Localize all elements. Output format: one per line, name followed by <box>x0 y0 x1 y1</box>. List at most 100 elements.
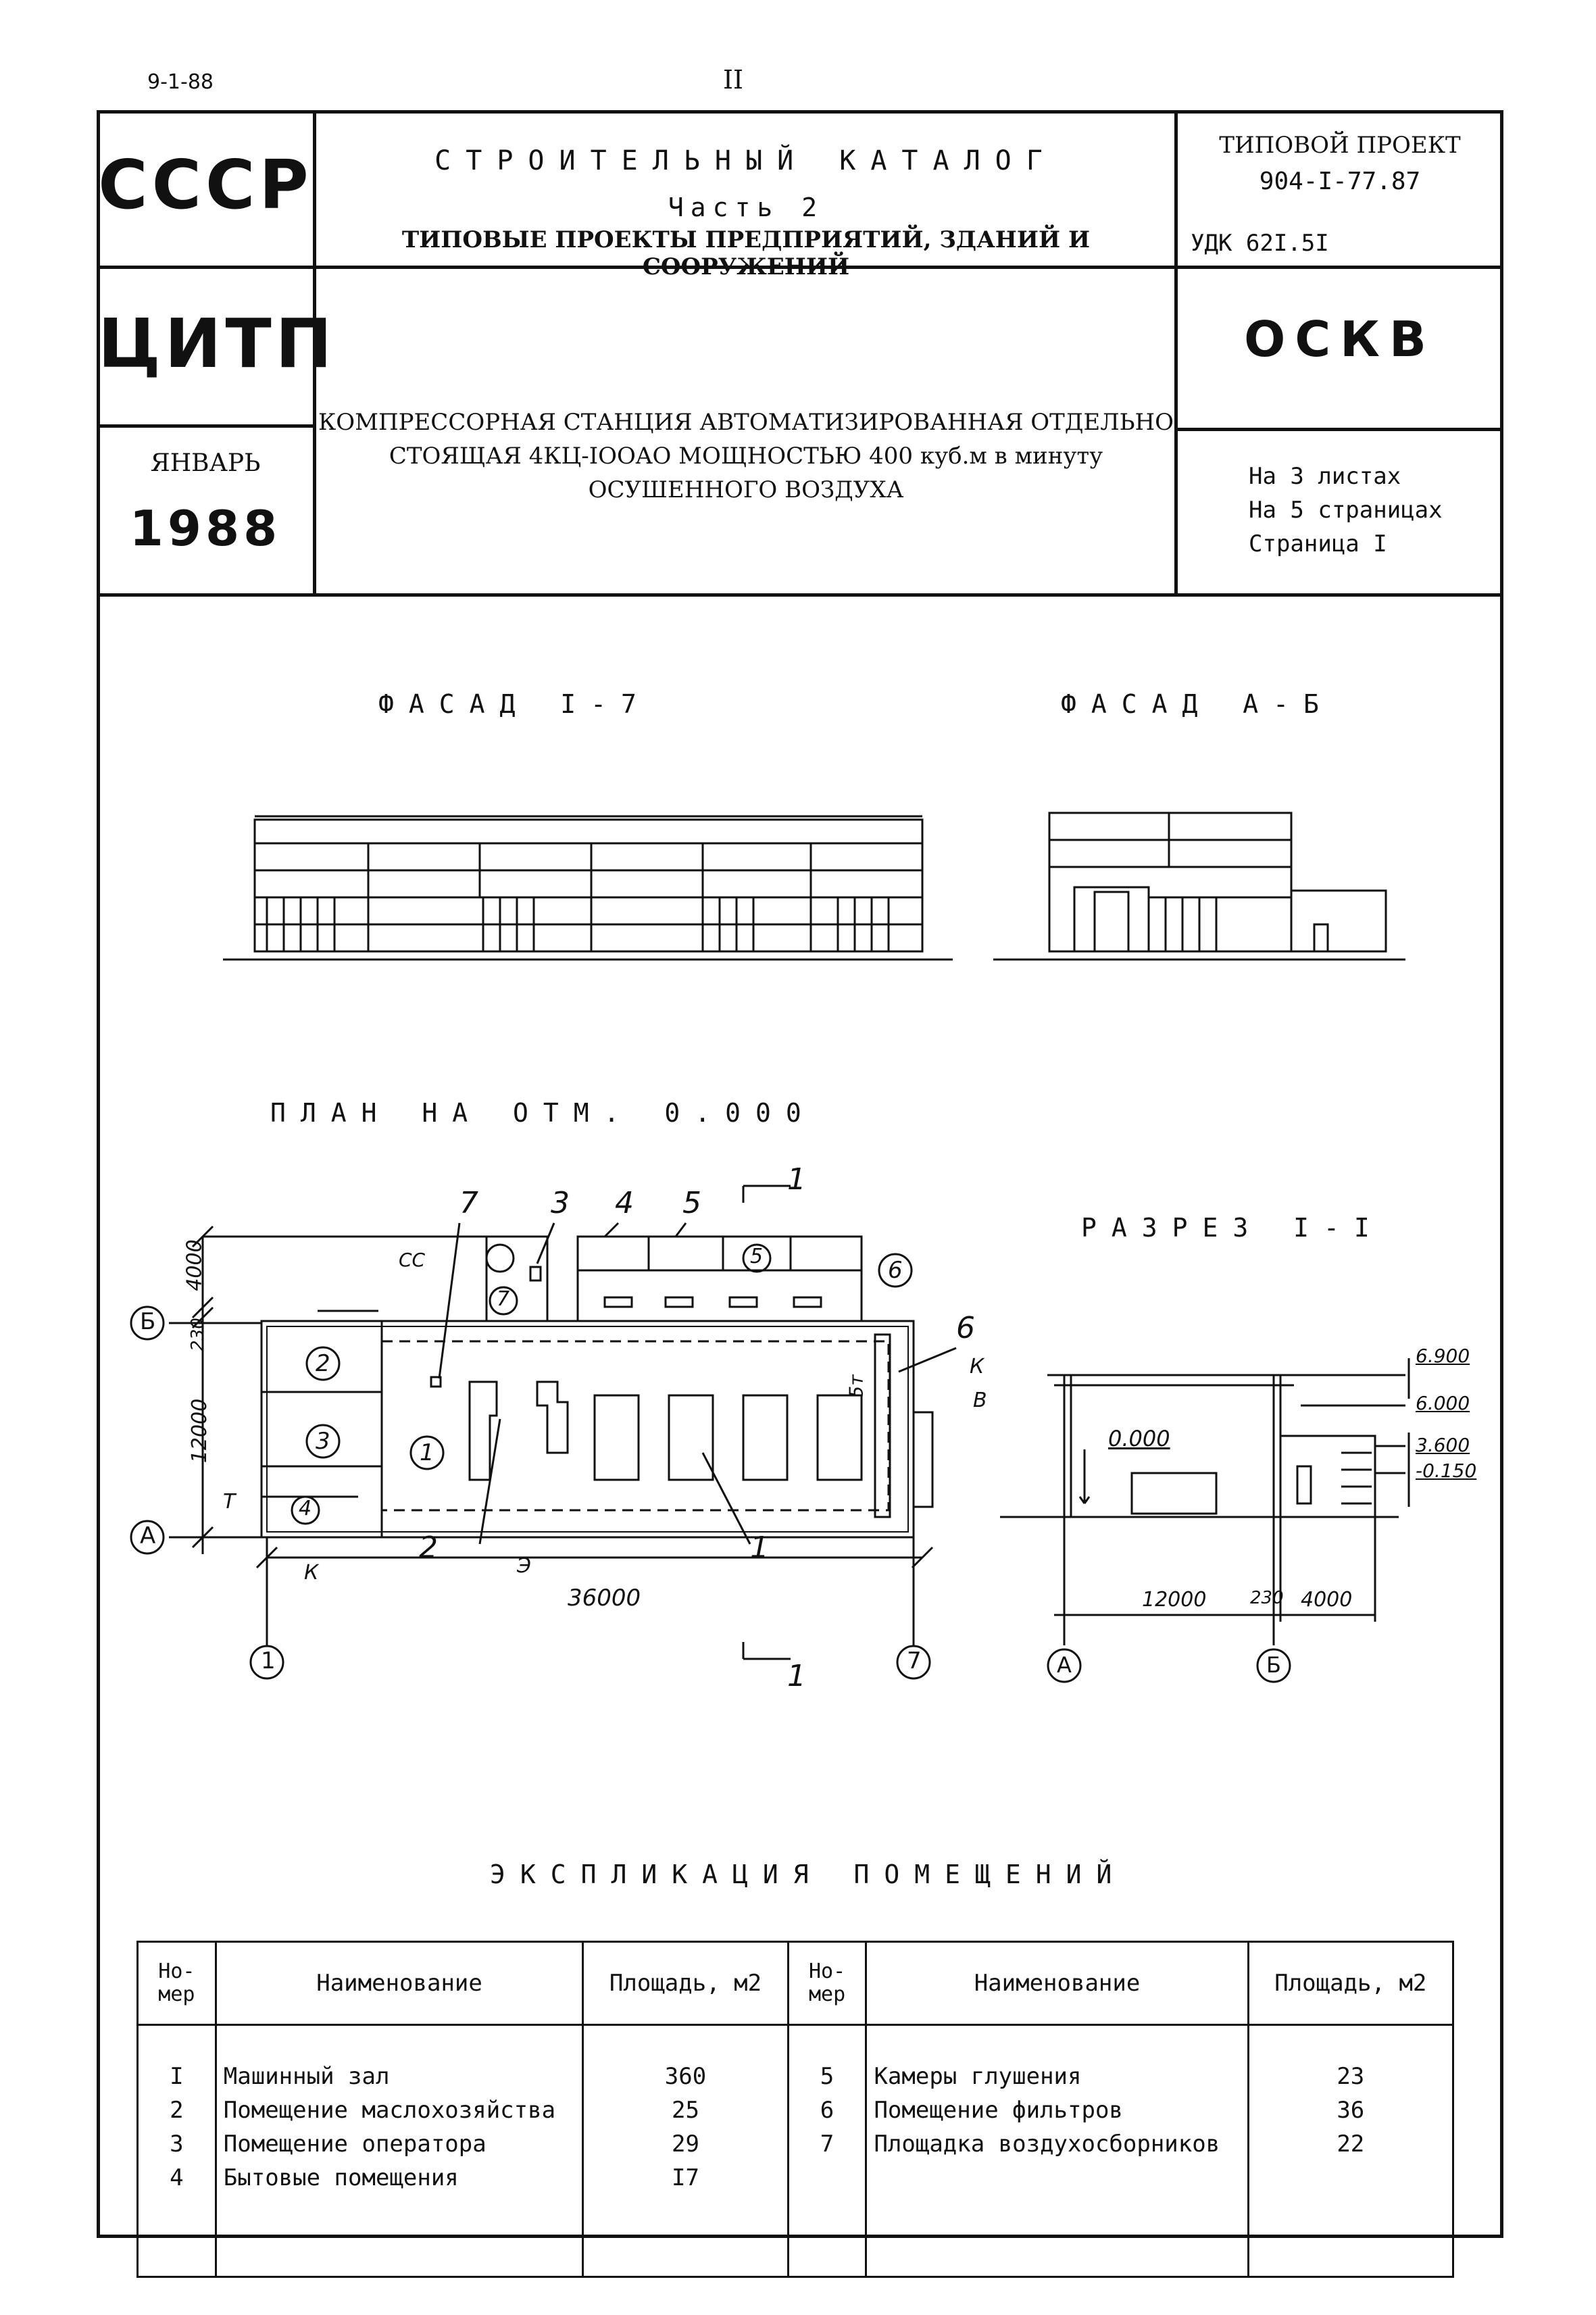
header-num-right: Но- мер <box>787 1941 868 2026</box>
label-k-bottom: К <box>304 1561 319 1585</box>
sec-axis-b: Б <box>1266 1652 1281 1678</box>
row-area: I7 <box>582 2161 789 2195</box>
row-num: I <box>136 2060 217 2093</box>
label-e: Э <box>517 1554 531 1578</box>
room-marker-2: 2 <box>316 1350 330 1377</box>
catalog-section: ТИПОВЫЕ ПРОЕКТЫ ПРЕДПРИЯТИЙ, ЗДАНИЙ И СО… <box>401 226 1091 280</box>
label-v: В <box>973 1389 987 1412</box>
row-num: 7 <box>787 2127 868 2161</box>
axis-b-label: Б <box>140 1308 156 1335</box>
elev-6000: 6.000 <box>1416 1392 1470 1414</box>
room-marker-6: 6 <box>888 1257 903 1284</box>
elev-minus-0150: -0.150 <box>1416 1460 1477 1482</box>
label-t: Т <box>223 1490 236 1514</box>
dim-36000: 36000 <box>568 1585 641 1612</box>
catalog-title: СТРОИТЕЛЬНЫЙ КАТАЛОГ <box>434 145 1057 176</box>
project-title-line-3: ОСУШЕННОГО ВОЗДУХА <box>588 476 904 503</box>
room-marker-5: 5 <box>750 1245 764 1268</box>
issue-month: ЯНВАРЬ <box>150 449 261 477</box>
label-cc: СС <box>399 1249 426 1271</box>
project-title: КОМПРЕССОРНАЯ СТАНЦИЯ АВТОМАТИЗИРОВАННАЯ… <box>318 405 1174 507</box>
floor-plan-drawing <box>130 1185 957 1680</box>
room-marker-4: 4 <box>299 1497 312 1520</box>
callout-2: 2 <box>419 1530 438 1565</box>
callout-5: 5 <box>682 1186 701 1220</box>
row-name: Площадка воздухосборников <box>865 2127 1249 2161</box>
callout-1: 1 <box>750 1530 769 1565</box>
sheet-info: На 3 листах На 5 страницах Страница I <box>1249 459 1443 561</box>
row-area: 360 <box>582 2060 789 2093</box>
callout-6: 6 <box>956 1311 975 1345</box>
classification-code: ОСКВ <box>1244 311 1436 368</box>
org-ussr: СССР <box>98 145 313 224</box>
project-label: ТИПОВОЙ ПРОЕКТ <box>1219 132 1461 159</box>
dim-12000: 12000 <box>188 1398 212 1464</box>
row-name: Помещение маслохозяйства <box>214 2093 584 2127</box>
table-row: 4 Бытовые помещения I7 <box>136 2161 1455 2195</box>
row-area: 29 <box>582 2127 789 2161</box>
sec-dim-12000: 12000 <box>1142 1588 1207 1612</box>
facade-a-b-drawing <box>993 812 1405 961</box>
row-area: 23 <box>1247 2060 1455 2093</box>
sheet-count: На 3 листах <box>1249 463 1401 490</box>
room-marker-1: 1 <box>420 1439 434 1466</box>
table-row: 3 Помещение оператора 29 7 Площадка возд… <box>136 2127 1455 2161</box>
axis-1-label: 1 <box>261 1647 276 1674</box>
axis-7-label: 7 <box>907 1647 922 1674</box>
elev-6900: 6.900 <box>1416 1345 1470 1367</box>
dim-4000: 4000 <box>182 1239 207 1291</box>
explication-table: Но- мер Наименование Площадь, м2 Но- мер… <box>136 1941 1455 2278</box>
sec-dim-230: 230 <box>1250 1588 1284 1608</box>
elev-3600: 3.600 <box>1416 1434 1470 1456</box>
row-name: Помещение оператора <box>214 2127 584 2161</box>
header-num-left: Но- мер <box>136 1941 217 2026</box>
row-area: 25 <box>582 2093 789 2127</box>
project-title-line-1: КОМПРЕССОРНАЯ СТАНЦИЯ АВТОМАТИЗИРОВАННАЯ… <box>318 409 1174 436</box>
org-citp: ЦИТП <box>98 304 336 383</box>
header-name-left: Наименование <box>214 1941 584 2026</box>
section-drawing <box>1000 1358 1410 1683</box>
room-marker-7: 7 <box>497 1287 510 1311</box>
row-area: 22 <box>1247 2127 1455 2161</box>
dim-230: 230 <box>187 1318 208 1351</box>
header-area-right: Площадь, м2 <box>1247 1941 1455 2026</box>
row-name: Машинный зал <box>214 2060 584 2093</box>
row-num: 5 <box>787 2060 868 2093</box>
row-num: 4 <box>136 2161 217 2195</box>
callout-7: 7 <box>459 1186 478 1220</box>
label-k-right: К <box>970 1355 984 1378</box>
table-header-row: Но- мер Наименование Площадь, м2 Но- мер… <box>136 1941 1455 2026</box>
callout-4: 4 <box>615 1186 634 1220</box>
row-num: 6 <box>787 2093 868 2127</box>
cut-label-bottom: 1 <box>787 1659 806 1693</box>
explication-title: ЭКСПЛИКАЦИЯ ПОМЕЩЕНИЙ <box>490 1860 1127 1889</box>
plan-title: ПЛАН НА ОТМ. 0.000 <box>270 1098 816 1128</box>
axis-a-label: А <box>140 1522 156 1549</box>
facade-a-b-title: ФАСАД А-Б <box>1061 689 1334 719</box>
catalog-part: Часть 2 <box>668 193 824 222</box>
project-title-line-2: СТОЯЩАЯ 4КЦ-IOOAO МОЩНОСТЬЮ 400 куб.м в … <box>389 443 1103 470</box>
table-row: 2 Помещение маслохозяйства 25 6 Помещени… <box>136 2093 1455 2127</box>
issue-year: 1988 <box>129 500 282 557</box>
cut-label-top: 1 <box>787 1162 806 1197</box>
row-name: Помещение фильтров <box>865 2093 1249 2127</box>
room-marker-3: 3 <box>316 1428 330 1455</box>
row-area: 36 <box>1247 2093 1455 2127</box>
row-name: Бытовые помещения <box>214 2161 584 2195</box>
udk-code: УДК 62I.5I <box>1191 230 1329 257</box>
project-number: 904-I-77.87 <box>1259 168 1421 195</box>
row-num: 3 <box>136 2127 217 2161</box>
sec-axis-a: А <box>1057 1652 1072 1678</box>
callout-3: 3 <box>551 1186 570 1220</box>
elev-0000: 0.000 <box>1108 1426 1170 1451</box>
table-row: I Машинный зал 360 5 Камеры глушения 23 <box>136 2060 1455 2093</box>
doc-code: 9-1-88 <box>147 70 214 94</box>
sec-dim-4000: 4000 <box>1301 1588 1353 1612</box>
header-area-left: Площадь, м2 <box>582 1941 789 2026</box>
row-num: 2 <box>136 2093 217 2127</box>
section-title: РАЗРЕЗ I-I <box>1081 1213 1385 1243</box>
facade-1-7-title: ФАСАД I-7 <box>378 689 651 719</box>
page-number: II <box>723 65 744 95</box>
row-name: Камеры глушения <box>865 2060 1249 2093</box>
